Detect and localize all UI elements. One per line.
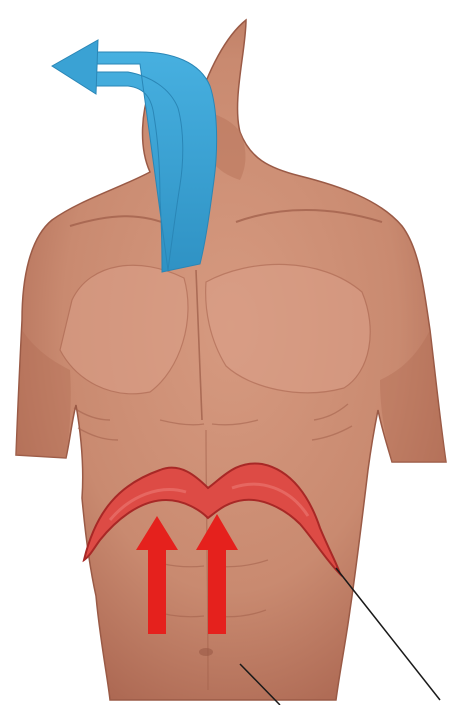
diaphragm-leader-line xyxy=(336,568,440,700)
torso-illustration xyxy=(16,20,446,700)
navel xyxy=(199,648,213,656)
air-arrow-head xyxy=(52,40,98,94)
